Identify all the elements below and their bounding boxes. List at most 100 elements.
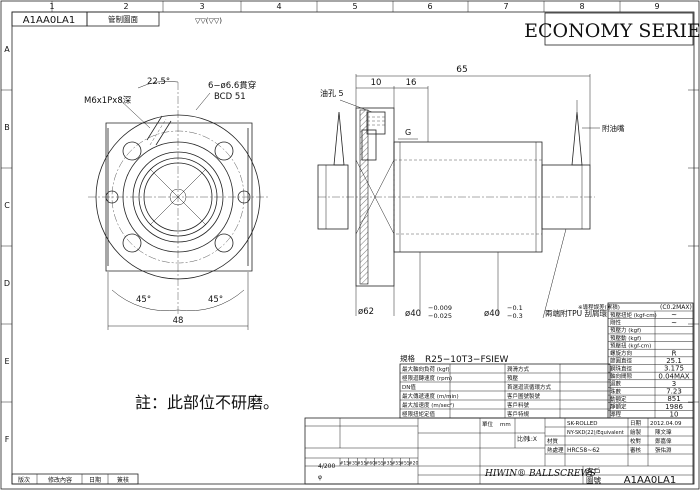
accessory-note: 附油嘴 [602,123,625,133]
spec-row-label2: 客戶料號 [507,401,530,409]
title-label: 管制圖面 [108,14,138,24]
tolerance-cell: #60 [366,461,376,467]
drawn-value: 陳文瑋 [655,428,672,436]
revision-table: 版次 修改內容 日期 簽核 [11,473,139,485]
grid-col-4: 4 [276,2,281,11]
property-value: R [672,349,677,357]
grid-col-2: 2 [123,2,128,11]
bolt-hole [122,233,142,253]
check-label: 校對 [630,437,642,445]
rev-col-version: 版次 [18,476,30,484]
approve-label: 審核 [630,446,642,454]
property-label: 剛性 [610,318,622,326]
property-label: 預壓扭矩 (kgf-cm) [610,311,657,319]
heat-label: 熱處理 [547,446,564,454]
property-label: 鋼珠直徑 [610,364,633,372]
drawing-no-label: 圖號 [586,475,601,485]
date-label: 日期 [630,420,642,427]
oil-hole-label: 油孔 5 [320,88,344,98]
holes-dim-2: BCD 51 [214,92,246,102]
tolerance-cell: #55 [392,461,402,467]
material-label: 材質 [547,437,559,445]
prop-head-value: (C0.2MAX) [660,304,692,311]
dim-16: 16 [406,78,417,88]
property-value: 3 [672,380,676,388]
property-value: 851 [667,395,680,403]
thread-dim: M6x1Px8深 [84,96,132,106]
spec-table: 規格 R25−10T3−FSIEW 最大軸向負荷 (kgf) 潤滑方式 極限迴轉… [399,353,611,419]
bolt-hole [214,233,234,253]
property-label: 螺旋方向 [610,349,632,357]
fraction-bot: φ [318,474,322,481]
property-value: 7.23 [666,388,682,396]
property-label: 軸向間隙 [610,372,633,380]
spec-row-label2: 預壓 [507,374,519,382]
spec-row-label: 最大加速度 (m/sec²) [402,401,454,409]
tolerance-cell: #55 [374,461,384,467]
property-label: 預壓力 (kgf) [610,326,641,334]
fraction-top: 4/200 [318,463,335,470]
oil-hole [366,111,386,135]
property-label: 預壓扭 (kgf-cm) [610,341,651,349]
property-label: 動額定 [610,395,627,403]
grid-col-6: 6 [427,2,432,11]
grease-nipple-right [571,111,583,166]
bolt-hole [214,141,234,161]
material-top: SK-ROLLED [567,421,598,427]
property-label: 迴數 [610,380,622,388]
flange-outer-circle [95,114,261,280]
unit-value: mm [500,422,511,428]
grid-col-1: 1 [49,2,54,11]
spec-row-label: 最大軸向負荷 (kgf) [402,365,450,373]
customer-label: 客戶 [586,466,601,476]
material-value: NY-SKD(22)/Equivalent [567,430,624,436]
grid-columns: 1 2 3 4 5 6 7 8 9 [49,1,660,12]
property-value: 10 [670,411,679,419]
property-label: 節圓直徑 [610,357,633,365]
ground-mark: G [405,128,411,137]
nut-bore-circle [138,157,218,237]
grid-col-8: 8 [579,2,584,11]
spec-model: R25−10T3−FSIEW [425,355,509,365]
title-code: A1AA0LA1 [23,15,76,26]
grid-rows: A B C D E F [1,45,699,444]
bolt-hole [122,141,142,161]
title-block: #15#35#55#60#55#35#55#55#20 4/200 φ 比例 1… [304,417,694,486]
grid-col-7: 7 [503,2,508,11]
scale-label: 比例 [517,435,529,443]
grid-col-3: 3 [199,2,204,11]
spec-row-label: 極限迴轉速度 (rpm) [402,374,452,382]
property-value: ~ [671,311,677,319]
spec-row-label: 極限扭矩定值 [402,410,436,418]
dia-62: ø62 [358,307,374,317]
bolt-hole [237,190,251,204]
rev-col-date: 日期 [89,476,101,484]
front-view: M6x1Px8深 6−ø6.6貫穿 BCD 51 22.5° 45° 45° 4… [84,77,268,330]
series-title: ECONOMY SERIES [524,20,700,42]
drawn-label: 繪製 [630,428,642,436]
tol-40b-up: −0.1 [507,304,523,312]
date-value: 2012.04.09 [650,421,682,427]
hardness-value: HRC58~62 [567,447,600,454]
unit-label: 單位 [482,420,494,428]
grid-row-b: B [4,123,10,132]
tol-40a-up: −0.009 [428,304,452,312]
tol-40b-dn: −0.3 [507,312,523,320]
spec-model-label: 規格 [400,353,415,363]
property-label: 導程 [610,410,622,418]
property-label: 預壓動 (kgf) [610,334,641,342]
angle-right-dim: 45° [208,295,223,305]
property-label: 靜額定 [610,403,627,411]
dim-10: 10 [371,78,382,88]
dia-40a: ø40 [405,309,421,319]
spec-row-label2: 客戶圖號製號 [507,392,541,400]
wiper-left [317,164,349,230]
property-value: 1986 [665,403,683,411]
grid-row-c: C [4,201,10,210]
dia-40b: ø40 [484,309,500,319]
tol-40a-dn: −0.025 [428,312,452,320]
property-value: 25.1 [666,357,682,365]
side-view: 65 10 16 油孔 5 G ø62 ø40 −0.009 −0.025 ø4… [317,65,625,320]
bolt-circle [111,130,245,264]
